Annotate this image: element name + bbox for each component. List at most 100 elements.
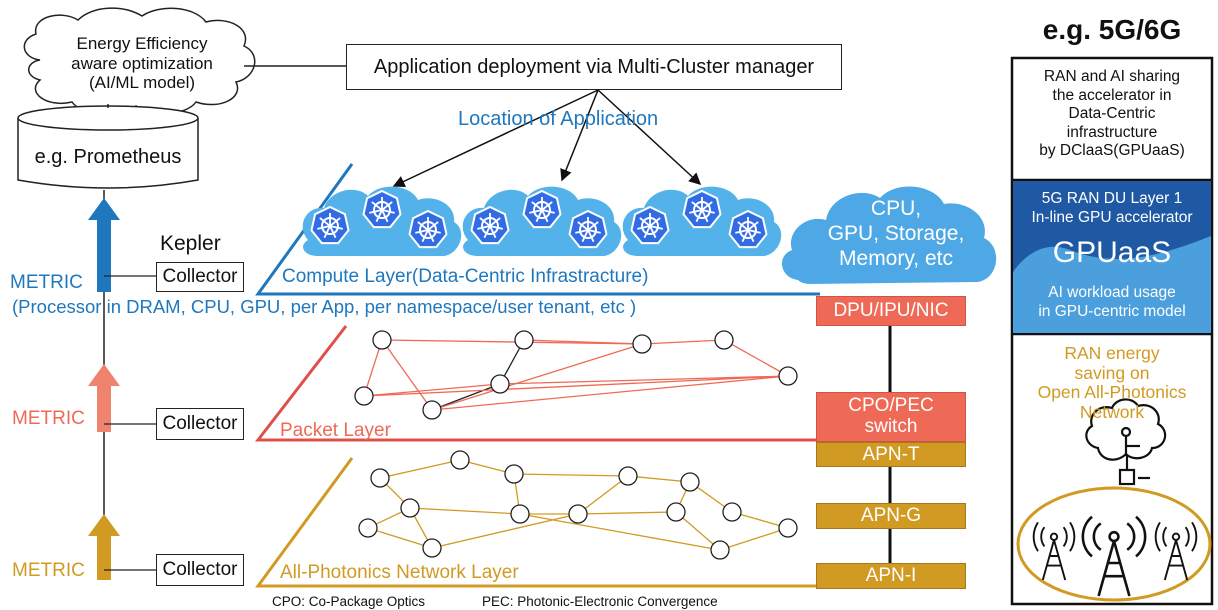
photonic-node — [568, 504, 588, 524]
dpu-label: DPU/IPU/NIC — [833, 299, 949, 321]
metric-arrow-orange — [88, 364, 120, 432]
kubernetes-icon — [408, 209, 448, 249]
collector-box-photonic[interactable]: Collector — [156, 554, 244, 586]
kepler-label: Kepler — [160, 232, 221, 255]
apn-g-box[interactable]: APN-G — [816, 503, 966, 529]
sharing-text: RAN and AI sharing the accelerator in Da… — [1039, 68, 1185, 160]
dpu-ipu-nic-box[interactable]: DPU/IPU/NIC — [816, 296, 966, 326]
photonic-link — [731, 511, 789, 529]
photonic-node — [680, 472, 700, 492]
packet-node — [372, 330, 392, 350]
photonic-node — [450, 450, 470, 470]
metric-arrow-blue — [88, 198, 120, 292]
antenna-icons — [1032, 515, 1198, 597]
packet-link — [723, 339, 789, 377]
photonic-link — [379, 459, 461, 479]
apn-t-label: APN-T — [862, 443, 920, 465]
packet-network — [354, 330, 798, 420]
gpuaas-title: GPUaaS — [1052, 236, 1172, 269]
photonic-node — [778, 518, 798, 538]
photonic-node — [510, 504, 530, 524]
kubernetes-icon — [470, 205, 510, 245]
right-panel-title: e.g. 5G/6G — [1042, 14, 1182, 45]
photonic-link — [675, 511, 721, 551]
packet-node — [354, 386, 374, 406]
photonic-node — [370, 468, 390, 488]
packet-link — [499, 375, 789, 385]
resources-label: CPU, GPU, Storage, Memory, etc — [827, 197, 965, 271]
packet-node — [514, 330, 534, 350]
metric-arrow-gold — [88, 514, 120, 580]
packet-node — [778, 366, 798, 386]
prometheus-database-icon — [17, 105, 199, 189]
compute-layer-plane — [255, 163, 820, 296]
ai-brain-icon — [1085, 398, 1167, 486]
packet-link — [381, 339, 433, 411]
deploy-arrow-2 — [560, 89, 599, 182]
packet-node — [490, 374, 510, 394]
photonic-link — [577, 475, 629, 515]
footnote-pec: PEC: Photonic-Electronic Convergence — [482, 594, 718, 609]
photonic-node — [722, 502, 742, 522]
photonic-node — [618, 466, 638, 486]
photonic-node — [710, 540, 730, 560]
metric-label-photonic: METRIC — [12, 560, 85, 581]
apn-i-box[interactable]: APN-I — [816, 563, 966, 589]
kubernetes-icon — [728, 209, 768, 249]
photonic-link — [431, 513, 579, 549]
apn-t-box[interactable]: APN-T — [816, 442, 966, 467]
kubernetes-icon — [362, 189, 402, 229]
photonic-node — [358, 518, 378, 538]
kubernetes-icon — [682, 189, 722, 229]
cpo-switch-label: CPO/PEC switch — [848, 395, 934, 437]
metric-label-compute: METRIC — [10, 272, 83, 293]
photonic-link — [719, 527, 789, 551]
ran-coverage-ring — [1016, 486, 1212, 602]
kubernetes-icon — [568, 209, 608, 249]
packet-layer-label: Packet Layer — [280, 420, 391, 441]
kubernetes-icons — [310, 189, 768, 249]
photonic-layer-label: All-Photonics Network Layer — [280, 562, 519, 583]
collector-box-compute[interactable]: Collector — [156, 262, 244, 292]
packet-link — [431, 383, 501, 411]
photonic-link — [519, 513, 721, 551]
apn-g-label: APN-G — [860, 505, 922, 526]
deploy-label: Application deployment via Multi-Cluster… — [373, 55, 815, 78]
packet-link — [381, 339, 643, 345]
packet-layer-plane — [254, 325, 820, 442]
packet-link — [523, 339, 643, 345]
deploy-arrow-1 — [392, 89, 599, 187]
deploy-box[interactable]: Application deployment via Multi-Cluster… — [346, 44, 842, 90]
collector-box-packet[interactable]: Collector — [156, 408, 244, 440]
deploy-arrow-3 — [597, 89, 702, 186]
photonic-link — [577, 511, 677, 515]
packet-node — [422, 400, 442, 420]
kubernetes-icon — [522, 189, 562, 229]
cpo-pec-switch-box[interactable]: CPO/PEC switch — [816, 392, 966, 442]
photonic-link — [627, 475, 691, 483]
resources-cloud-shape — [781, 186, 997, 284]
kubernetes-icon — [630, 205, 670, 245]
compute-layer-label: Compute Layer(Data-Centric Infrastractur… — [282, 266, 649, 287]
collector-label: Collector — [162, 266, 238, 287]
collector-label: Collector — [162, 559, 238, 580]
photonic-link — [409, 507, 521, 515]
packet-link — [363, 339, 383, 397]
packet-link — [641, 339, 725, 345]
energy-optimization-label: Energy Efficiency aware optimization (AI… — [71, 34, 213, 93]
antenna-icon — [1032, 521, 1076, 581]
metric-detail-label: (Processor in DRAM, CPU, GPU, per App, p… — [12, 296, 637, 317]
packet-node — [632, 334, 652, 354]
apn-i-label: APN-I — [865, 565, 917, 586]
location-label: Location of Application — [458, 108, 659, 130]
photonic-node — [400, 498, 420, 518]
footnote-cpo: CPO: Co-Package Optics — [272, 594, 426, 609]
kubernetes-icon — [310, 205, 350, 245]
database-label: e.g. Prometheus — [34, 146, 182, 168]
ran-energy-text: RAN energy saving on Open All-Photonics … — [1037, 343, 1187, 422]
metric-label-packet: METRIC — [12, 408, 85, 429]
photonic-node — [666, 502, 686, 522]
antenna-icon — [1154, 521, 1198, 581]
